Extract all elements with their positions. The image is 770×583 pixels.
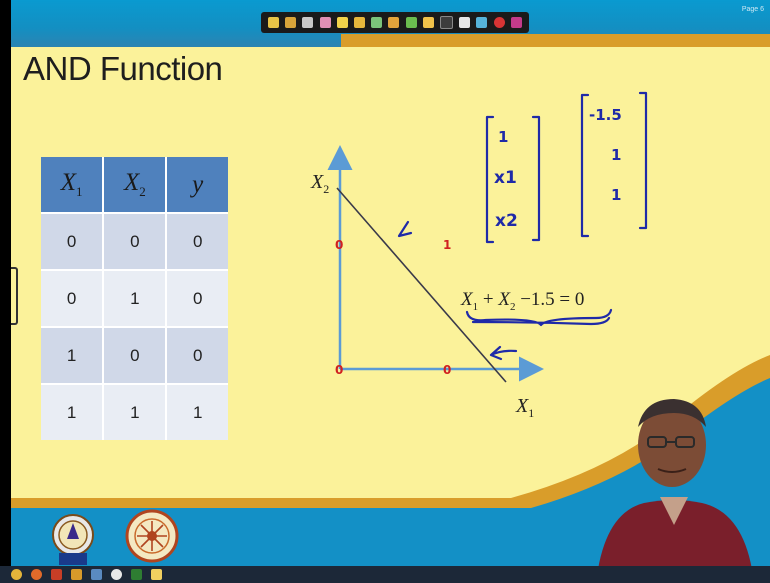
- slide-canvas: Page 6 AND Function X1 X2 y 0 0 0 0: [11, 0, 770, 583]
- camera-icon[interactable]: [111, 569, 122, 580]
- page-number: Page 6: [741, 6, 764, 13]
- weight-vector-left-bracket: [580, 93, 590, 238]
- table-cell: 1: [103, 383, 168, 440]
- table-cell: 0: [103, 212, 168, 270]
- weight-vector-right-bracket: [638, 91, 648, 230]
- truth-table: X1 X2 y 0 0 0 0 1 0 1 0 0 1 1 1: [41, 157, 228, 440]
- table-row: 0 0 0: [41, 212, 228, 270]
- table-row: 1 1 1: [41, 383, 228, 440]
- decision-line: [336, 187, 507, 383]
- screen-tool-icon[interactable]: [476, 17, 488, 28]
- underbrace-ink: [465, 308, 613, 327]
- table-row: 0 1 0: [41, 269, 228, 327]
- table-cell: 1: [166, 383, 228, 440]
- decision-boundary-graph: X2 X1 0 1 0 0 X1 + X2 −1.5 = 0: [310, 91, 648, 420]
- side-arrow-ink: [397, 220, 413, 238]
- eraser-tool-icon[interactable]: [319, 17, 331, 28]
- table-cell: 0: [166, 212, 228, 270]
- annotation-toolbar: [261, 12, 529, 33]
- marker-tool-icon[interactable]: [405, 17, 417, 28]
- header-x2: X2: [103, 157, 168, 213]
- excel-icon[interactable]: [131, 569, 142, 580]
- pointer-tool-icon[interactable]: [268, 17, 280, 28]
- x-axis-label: X1: [515, 395, 534, 420]
- table-cell: 0: [41, 212, 105, 270]
- dot-tool-icon[interactable]: [439, 16, 453, 29]
- table-cell: 1: [41, 383, 105, 440]
- input-vector-left-bracket: [485, 115, 495, 244]
- header-x1: X1: [41, 157, 105, 213]
- weight-vector-entry: 1: [611, 186, 622, 204]
- arrow-tool-icon[interactable]: [336, 17, 348, 28]
- taskbar: [0, 566, 770, 583]
- pen-tool-icon[interactable]: [285, 17, 297, 28]
- firefox-icon[interactable]: [31, 569, 42, 580]
- table-cell: 1: [103, 269, 168, 327]
- pointer-arrow-ink: [489, 345, 518, 361]
- line-tool-icon[interactable]: [371, 17, 383, 28]
- table-cell: 0: [41, 269, 105, 327]
- chrome-icon[interactable]: [11, 569, 22, 580]
- input-vector-right-bracket: [531, 115, 541, 242]
- table-cell: 1: [41, 326, 105, 384]
- input-vector-entry: x2: [495, 211, 518, 231]
- spotlight-tool-icon[interactable]: [459, 17, 471, 28]
- table-cell: 0: [166, 269, 228, 327]
- header-y: y: [166, 157, 228, 213]
- point-0-0: 0: [335, 363, 343, 377]
- slide-title: AND Function: [23, 50, 223, 87]
- table-cell: 0: [103, 326, 168, 384]
- input-vector-entry: x1: [494, 168, 517, 188]
- y-axis-label: X2: [310, 171, 329, 196]
- folder-icon[interactable]: [151, 569, 162, 580]
- nptel-logo: [125, 509, 179, 563]
- shape-tool-icon[interactable]: [354, 17, 366, 28]
- point-1-1: 1: [443, 238, 451, 252]
- left-edge-bracket: [11, 267, 18, 325]
- truth-table-header: X1 X2 y: [41, 157, 228, 213]
- point-0-1: 0: [335, 238, 343, 252]
- presenter-video: [596, 399, 754, 583]
- network-icon[interactable]: [91, 569, 102, 580]
- header-gold-stripe: [341, 34, 770, 47]
- input-vector-entry: 1: [498, 128, 509, 146]
- table-row: 1 0 0: [41, 326, 228, 384]
- slide-header-band: Page 6: [11, 0, 770, 47]
- table-cell: 0: [166, 326, 228, 384]
- weight-vector-entry: -1.5: [589, 106, 622, 124]
- pencil-tool-icon[interactable]: [388, 17, 400, 28]
- highlighter-tool-icon[interactable]: [302, 17, 314, 28]
- stop-tool-icon[interactable]: [510, 17, 522, 28]
- record-tool-icon[interactable]: [493, 17, 505, 28]
- brush-tool-icon[interactable]: [422, 17, 434, 28]
- bottom-wave-decoration: [11, 355, 770, 583]
- powerpoint-icon[interactable]: [51, 569, 62, 580]
- point-1-0: 0: [443, 363, 451, 377]
- media-icon[interactable]: [71, 569, 82, 580]
- boundary-equation: X1 + X2 −1.5 = 0: [460, 289, 584, 313]
- institute-logo: [52, 514, 94, 565]
- weight-vector-entry: 1: [611, 146, 622, 164]
